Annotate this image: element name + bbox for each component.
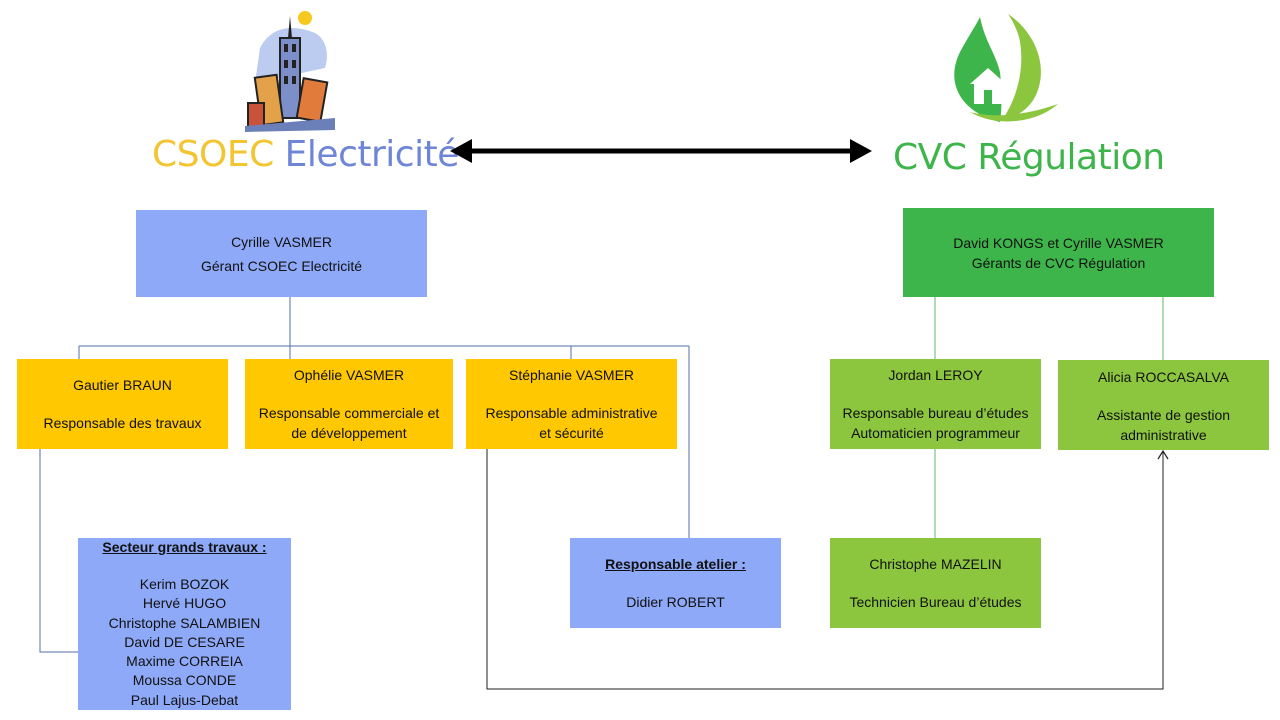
csoec-name-part1: CSOEC	[152, 134, 274, 175]
list-item: Hervé HUGO	[142, 595, 227, 612]
node-role: Responsable des travaux	[43, 415, 202, 431]
node-title: Secteur grands travaux :	[102, 539, 267, 555]
node-name: Christophe MAZELIN	[869, 556, 1002, 572]
node-role-line2: Automaticien programmeur	[851, 425, 1020, 441]
leaf-house-icon	[954, 14, 1058, 122]
node-cyrille-vasmer: Cyrille VASMER Gérant CSOEC Electricité	[136, 210, 427, 297]
node-role-line2: et sécurité	[539, 425, 604, 441]
node-stephanie-vasmer: Stéphanie VASMER Responsable administrat…	[466, 359, 677, 449]
cvc-logo-text: CVC Régulation	[893, 137, 1165, 178]
node-role: Gérant CSOEC Electricité	[200, 257, 363, 274]
node-name: Alicia ROCCASALVA	[1098, 369, 1229, 385]
list-item: Moussa CONDE	[132, 672, 237, 689]
list-item: Christophe SALAMBIEN	[108, 614, 261, 631]
node-role-line1: Responsable bureau d’études	[842, 405, 1029, 421]
node-name: Stéphanie VASMER	[508, 367, 635, 383]
node-role-line2: administrative	[1120, 427, 1207, 443]
node-role-line1: Assistante de gestion	[1096, 407, 1231, 423]
node-secteur-grands-travaux: Secteur grands travaux : Kerim BOZOK Her…	[78, 538, 291, 710]
node-name: Cyrille VASMER	[231, 233, 332, 250]
cvc-connectors	[934, 297, 1164, 538]
node-christophe-mazelin: Christophe MAZELIN Technicien Bureau d’é…	[830, 538, 1041, 628]
node-name: Gautier BRAUN	[73, 377, 172, 393]
node-alicia-roccasalva: Alicia ROCCASALVA Assistante de gestion …	[1058, 360, 1269, 450]
list-item: Maxime CORREIA	[126, 653, 243, 670]
csoec-connectors	[39, 297, 690, 653]
list-item: Kerim BOZOK	[139, 575, 230, 592]
cvc-name: CVC Régulation	[893, 137, 1165, 178]
node-ophelie-vasmer: Ophélie VASMER Responsable commerciale e…	[245, 359, 453, 449]
list-item: Paul Lajus-Debat	[130, 691, 239, 708]
node-gautier-braun: Gautier BRAUN Responsable des travaux	[17, 359, 228, 449]
cross-link-connector	[486, 449, 1169, 690]
node-name: Didier ROBERT	[626, 594, 725, 610]
node-david-kongs-cyrille-vasmer: David KONGS et Cyrille VASMER Gérants de…	[903, 208, 1214, 297]
node-role-line1: Responsable commerciale et	[258, 405, 440, 421]
csoec-name-part2: Electricité	[284, 134, 460, 175]
node-name: Ophélie VASMER	[293, 367, 405, 383]
node-role-line2: de développement	[291, 425, 407, 441]
node-responsable-atelier: Responsable atelier : Didier ROBERT	[570, 538, 781, 628]
node-line1: David KONGS et Cyrille VASMER	[953, 234, 1164, 251]
node-title: Responsable atelier :	[605, 556, 746, 572]
double-headed-arrow	[450, 139, 872, 163]
node-role-line1: Responsable administrative	[485, 405, 658, 421]
node-role: Technicien Bureau d’études	[849, 594, 1022, 610]
city-skyline-sun-icon	[245, 11, 335, 132]
node-jordan-leroy: Jordan LEROY Responsable bureau d’études…	[830, 359, 1041, 449]
csoec-logo-text: CSOEC Electricité	[152, 134, 459, 175]
list-item: David DE CESARE	[124, 633, 245, 650]
node-line2: Gérants de CVC Régulation	[971, 254, 1146, 271]
node-name: Jordan LEROY	[888, 367, 983, 383]
